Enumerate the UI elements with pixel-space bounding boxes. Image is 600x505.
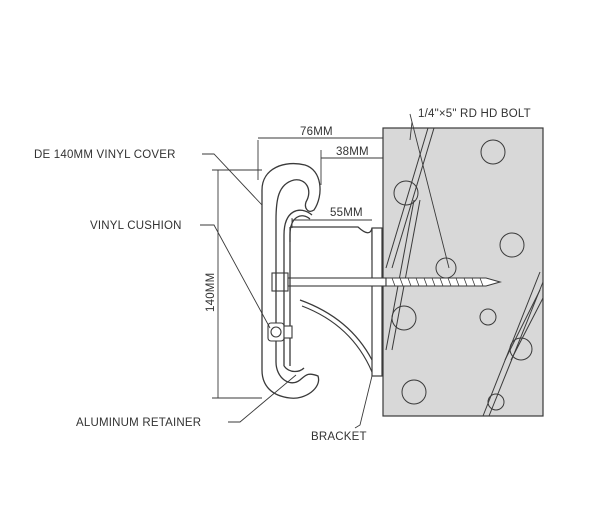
leader-vinyl-cover <box>202 153 263 206</box>
dim-height: 140MM <box>205 273 217 312</box>
vinyl-cover <box>261 162 321 399</box>
label-vinyl-cushion: VINYL CUSHION <box>90 220 182 232</box>
text-labels: DE 140MM VINYL COVER VINYL CUSHION ALUMI… <box>34 108 531 443</box>
label-vinyl-cover: DE 140MM VINYL COVER <box>34 149 176 161</box>
label-bolt: 1/4"×5" RD HD BOLT <box>418 108 531 120</box>
leader-lines <box>200 113 450 429</box>
dim-cover-depth: 38MM <box>336 146 369 158</box>
dim-overall-depth: 76MM <box>300 126 333 138</box>
wall-section <box>382 127 544 417</box>
leader-vinyl-cushion <box>200 224 271 329</box>
leader-bracket <box>354 375 373 429</box>
label-aluminum-retainer: ALUMINUM RETAINER <box>76 417 201 429</box>
wall-fill <box>382 127 544 417</box>
bolt-thread <box>385 277 503 287</box>
label-bracket: BRACKET <box>311 431 367 443</box>
bracket <box>289 226 383 377</box>
bolt-head <box>271 272 289 292</box>
dimension-lines <box>212 128 384 399</box>
wall-hatch <box>385 127 544 417</box>
bolt-shank <box>287 277 387 287</box>
vinyl-cushion <box>267 322 293 342</box>
dim-bracket-depth: 55MM <box>330 207 363 219</box>
leader-aluminum-retainer <box>228 374 297 423</box>
